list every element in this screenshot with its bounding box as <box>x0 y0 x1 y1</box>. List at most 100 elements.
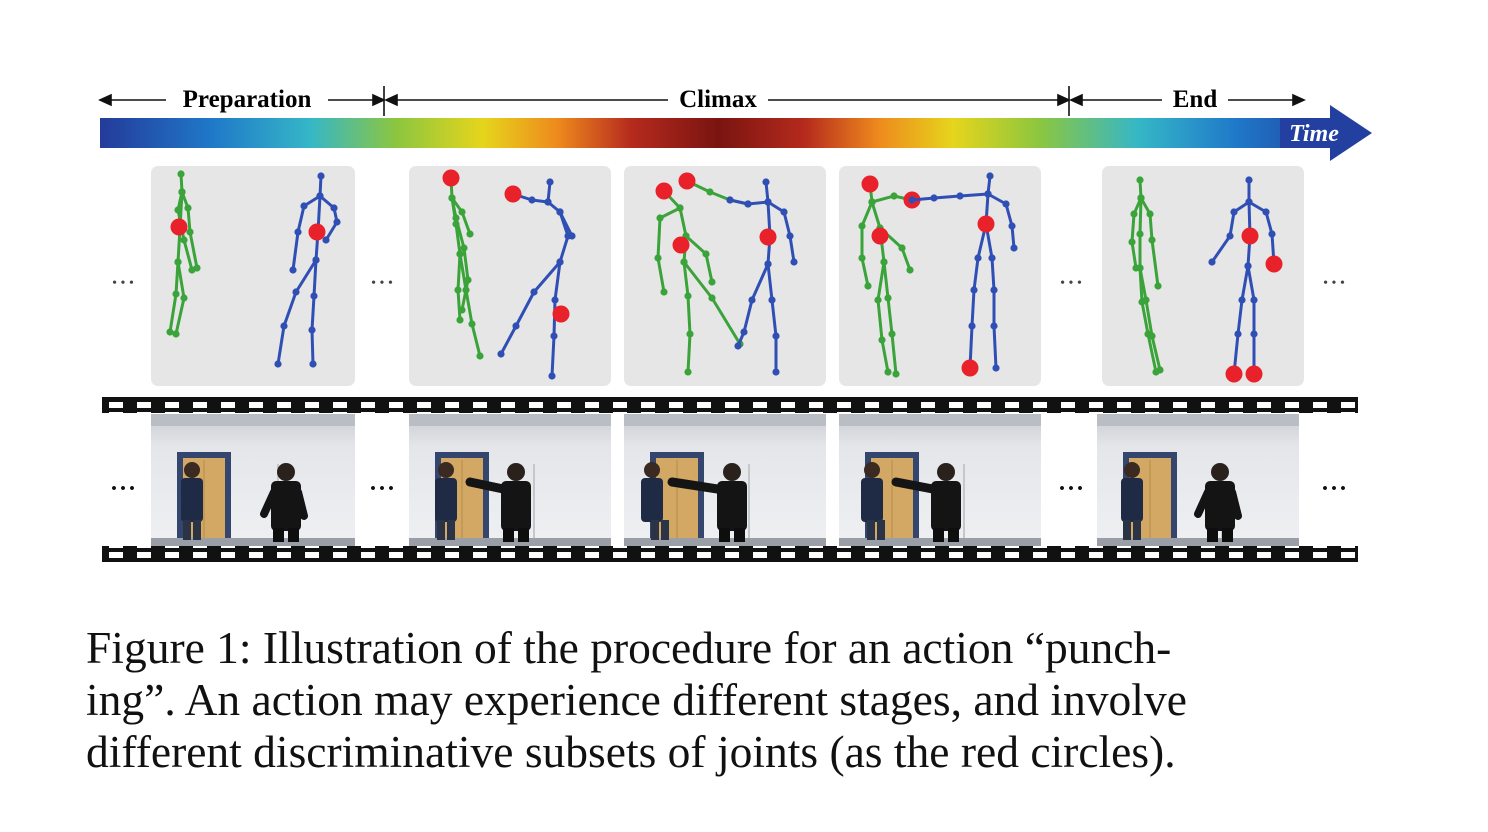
skeleton-blue-3-joint <box>790 258 798 266</box>
skeleton-green-4-joint <box>880 258 888 266</box>
person-leg <box>447 520 455 540</box>
person-leg <box>437 520 445 540</box>
skeleton-blue-5-joint <box>1268 230 1276 238</box>
skeleton-blue-4-joint <box>990 322 998 330</box>
skeleton-green-4-highlight-joint <box>861 175 879 193</box>
skeleton-blue-5-joint <box>1226 232 1234 240</box>
skeleton-blue-5-joint <box>1244 262 1252 270</box>
skeleton-green-3-joint <box>656 214 664 222</box>
stage-label-climax: Climax <box>679 86 757 113</box>
person-head <box>937 463 955 481</box>
ellipsis-film-2: • • • <box>1059 481 1082 497</box>
skeleton-green-4-joint <box>892 370 900 378</box>
skeleton-green-4-joint <box>884 368 892 376</box>
skeleton-green-2-joint <box>456 316 464 324</box>
time-arrow <box>100 105 1372 161</box>
skeleton-blue-3-joint <box>786 232 794 240</box>
skeleton-blue-4-joint <box>956 192 964 200</box>
skeleton-green-1-joint <box>172 290 180 298</box>
person-leg <box>661 520 669 540</box>
skeleton-blue-4-joint <box>988 254 996 262</box>
skeleton-green-3-bone <box>656 206 682 294</box>
person-head <box>723 463 741 481</box>
skeleton-blue-4-bone <box>986 192 1016 250</box>
person-leg <box>948 528 959 542</box>
time-label: Time <box>1289 121 1339 147</box>
person-torso <box>1205 481 1235 531</box>
skeleton-green-2 <box>442 169 484 360</box>
skeleton-green-5-joint <box>1146 210 1154 218</box>
skeleton-blue-5 <box>1208 176 1283 383</box>
person-head <box>1124 462 1140 478</box>
person-leg <box>719 528 730 542</box>
skeleton-blue-4-joint <box>1008 222 1016 230</box>
caption-line-1: Figure 1: Illustration of the procedure … <box>86 622 1172 673</box>
caption-line-3: different discriminative subsets of join… <box>86 726 1176 777</box>
person-head <box>864 462 880 478</box>
person-head <box>438 462 454 478</box>
film-strip <box>102 397 1358 562</box>
punching-arm <box>465 477 513 495</box>
skeleton-blue-3-joint <box>762 178 770 186</box>
skeleton-blue-5-bone <box>1210 200 1251 264</box>
skeleton-green-2-joint <box>460 244 468 252</box>
skeleton-blue-2-bone <box>499 260 562 356</box>
skeleton-blue-1-joint <box>309 360 317 368</box>
skeleton-blue-1-joint <box>316 192 324 200</box>
skeleton-blue-3-joint <box>768 296 776 304</box>
person-leg <box>651 520 659 540</box>
skeleton-green-3-highlight-joint <box>672 236 690 254</box>
skeleton-blue-1-joint <box>312 256 320 264</box>
skeleton-green-1-joint <box>180 294 188 302</box>
skeleton-green-2-joint <box>464 276 472 284</box>
skeleton-blue-1-joint <box>292 288 300 296</box>
stage-brackets <box>98 86 1306 116</box>
stage-label-preparation: Preparation <box>183 86 312 113</box>
person-head <box>1211 463 1229 481</box>
skeleton-green-5-joint <box>1137 194 1145 202</box>
skeleton-blue-5-highlight-joint <box>1225 365 1243 383</box>
person-leg <box>933 528 944 542</box>
skeleton-blue-2-joint <box>530 288 538 296</box>
skeleton-blue-2-joint <box>550 332 558 340</box>
skeleton-blue-3-joint <box>734 342 742 350</box>
skeleton-blue-2-joint <box>544 198 552 206</box>
frame-ceiling <box>151 414 355 426</box>
skeleton-blue-4 <box>908 172 1018 377</box>
person-arm <box>260 488 278 518</box>
skeleton-blue-3-joint <box>726 196 734 204</box>
skeleton-green-4-joint <box>858 254 866 262</box>
person-leg <box>1133 520 1141 540</box>
person-leg <box>877 520 885 540</box>
skeleton-panel-2 <box>409 166 611 386</box>
skeleton-blue-5-joint <box>1250 296 1258 304</box>
person-leg <box>1222 528 1233 542</box>
frame-ceiling <box>839 414 1041 426</box>
skeleton-green-1-joint <box>174 258 182 266</box>
skeleton-green-5-bone <box>1130 196 1143 270</box>
skeleton-green-5 <box>1128 176 1164 376</box>
figure-caption: Figure 1: Illustration of the procedure … <box>86 622 1386 778</box>
person-leg <box>273 528 284 542</box>
skeleton-green-5-joint <box>1136 230 1144 238</box>
caption-line-2: ing”. An action may experience different… <box>86 674 1187 725</box>
skeleton-blue-4-joint <box>986 172 994 180</box>
skeleton-green-5-joint <box>1128 238 1136 246</box>
skeleton-blue-1-joint <box>333 218 341 226</box>
skeleton-green-4-joint <box>906 266 914 274</box>
skeleton-blue-1-bone <box>276 258 318 366</box>
skeleton-green-1-bone <box>180 190 199 270</box>
skeleton-blue-3-joint <box>764 198 772 206</box>
skeleton-green-1-joint <box>172 330 180 338</box>
frame-ceiling <box>1097 414 1299 426</box>
skeleton-blue-5-joint <box>1250 330 1258 338</box>
wall-line <box>533 464 535 538</box>
skeleton-green-2-joint <box>454 286 462 294</box>
skeleton-green-5-joint <box>1136 176 1144 184</box>
skeleton-green-5-bone <box>1139 196 1160 288</box>
skeleton-blue-4-highlight-joint <box>977 215 995 233</box>
person-head <box>277 463 295 481</box>
skeleton-green-5-joint <box>1136 264 1144 272</box>
skeleton-green-1 <box>166 170 201 338</box>
skeleton-blue-5-bone <box>1247 200 1276 266</box>
